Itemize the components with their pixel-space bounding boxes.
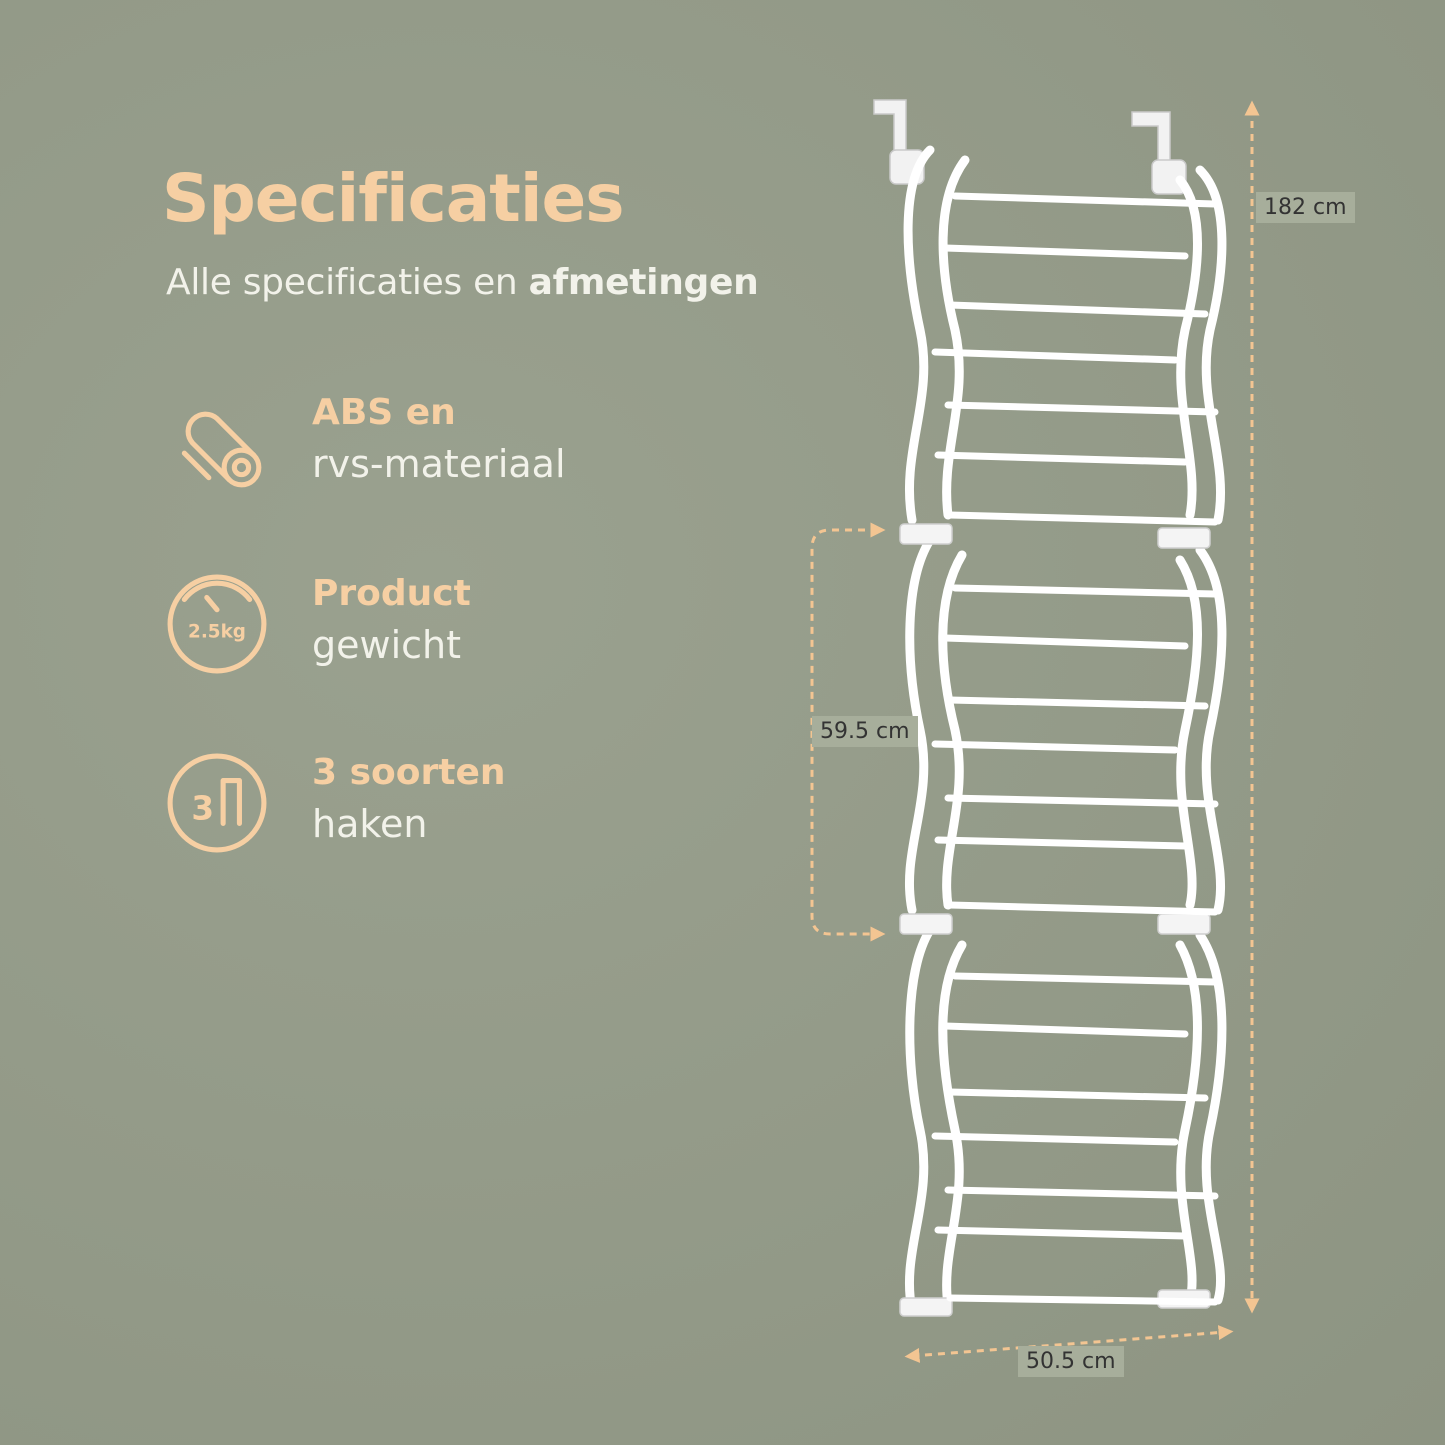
section-height-label: 59.5 cm <box>812 716 918 747</box>
feature-material-desc: rvs-materiaal <box>312 442 566 486</box>
height-label: 182 cm <box>1256 192 1355 223</box>
page-title: Specificaties <box>162 160 625 237</box>
feature-material-title: ABS en <box>312 392 456 433</box>
subtitle-plain: Alle specificaties en <box>166 262 529 303</box>
material-roll-icon <box>181 411 262 488</box>
door-hooks <box>873 99 1187 195</box>
page-subtitle: Alle specificaties en afmetingen <box>166 262 759 303</box>
feature-hooks-desc: haken <box>312 802 428 846</box>
width-label: 50.5 cm <box>1018 1346 1124 1377</box>
width-dimension-line <box>904 1325 1234 1363</box>
feature-hooks-title: 3 soorten <box>312 752 506 793</box>
weight-scale-icon: 2.5kg <box>167 574 267 674</box>
subtitle-bold: afmetingen <box>528 262 759 303</box>
feature-weight-desc: gewicht <box>312 623 462 667</box>
hooks-icon-number: 3 <box>191 789 214 827</box>
weight-icon-label: 2.5kg <box>188 621 246 642</box>
hook-types-icon: 3 <box>167 753 267 853</box>
feature-weight-title: Product <box>312 573 471 614</box>
